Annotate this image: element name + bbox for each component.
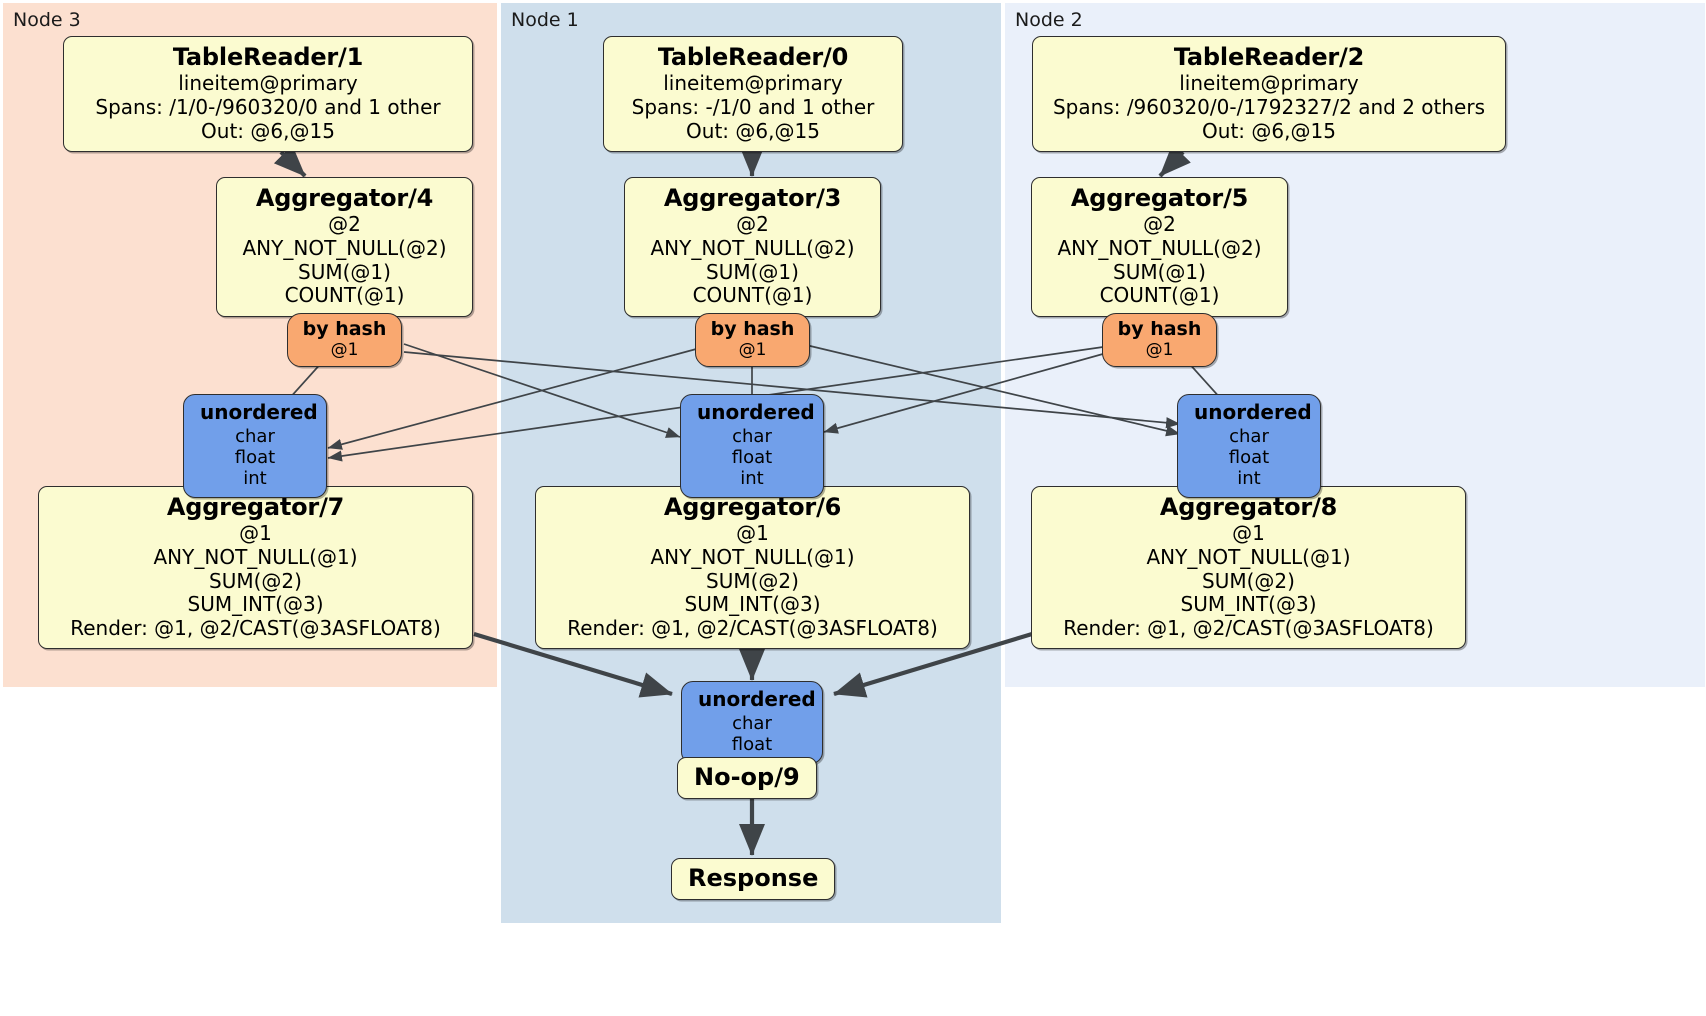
synchronizer-type-float: float (1228, 446, 1270, 468)
cluster-label-node-2: Node 2 (1015, 9, 1083, 31)
node-detail-groupcols: @1 (239, 521, 272, 546)
node-detail-agg1: ANY_NOT_NULL(@2) (242, 235, 447, 260)
synchronizer-unordered-final[interactable]: unordered char float (681, 681, 823, 765)
router-detail-col: @1 (738, 340, 767, 361)
node-aggregator-6[interactable]: Aggregator/6 @1 ANY_NOT_NULL(@1) SUM(@2)… (535, 486, 970, 650)
synchronizer-type-char: char (732, 425, 772, 447)
router-detail-col: @1 (330, 340, 359, 361)
synchronizer-title: unordered (1194, 400, 1312, 424)
synchronizer-title: unordered (200, 400, 318, 424)
router-title: by hash (710, 318, 795, 340)
node-title: Aggregator/5 (1070, 184, 1249, 212)
synchronizer-type-int: int (1237, 468, 1261, 490)
router-detail-col: @1 (1145, 340, 1174, 361)
node-detail-groupcols: @2 (328, 212, 361, 237)
node-detail-groupcols: @1 (736, 521, 769, 546)
node-detail-out: Out: @6,@15 (201, 118, 335, 143)
node-aggregator-5[interactable]: Aggregator/5 @2 ANY_NOT_NULL(@2) SUM(@1)… (1031, 177, 1288, 317)
router-title: by hash (302, 318, 387, 340)
node-detail-agg1: ANY_NOT_NULL(@1) (153, 544, 358, 569)
synchronizer-unordered-left[interactable]: unordered char float int (183, 394, 327, 499)
node-detail-render: Render: @1, @2/CAST(@3ASFLOAT8) (567, 615, 938, 640)
node-detail-agg1: ANY_NOT_NULL(@2) (1057, 235, 1262, 260)
node-tablereader-2[interactable]: TableReader/2 lineitem@primary Spans: /9… (1032, 36, 1506, 153)
synchronizer-type-int: int (740, 468, 764, 490)
node-title: TableReader/1 (172, 43, 364, 71)
node-tablereader-0[interactable]: TableReader/0 lineitem@primary Spans: -/… (603, 36, 903, 153)
node-detail-render: Render: @1, @2/CAST(@3ASFLOAT8) (1063, 615, 1434, 640)
node-detail-spans: Spans: /1/0-/960320/0 and 1 other (95, 94, 441, 119)
node-detail-agg3: COUNT(@1) (1099, 283, 1220, 308)
synchronizer-type-char: char (1229, 425, 1269, 447)
node-detail-agg2: SUM(@2) (1202, 568, 1295, 593)
node-detail-agg1: ANY_NOT_NULL(@2) (650, 235, 855, 260)
node-detail-agg2: SUM(@1) (1113, 259, 1206, 284)
node-detail-spans: Spans: -/1/0 and 1 other (631, 94, 875, 119)
node-detail-agg3: COUNT(@1) (284, 283, 405, 308)
node-detail-out: Out: @6,@15 (1202, 118, 1336, 143)
node-detail-agg3: SUM_INT(@3) (1180, 592, 1317, 617)
router-by-hash-right[interactable]: by hash @1 (1102, 313, 1217, 368)
node-response[interactable]: Response (671, 858, 836, 901)
node-detail-agg2: SUM(@1) (706, 259, 799, 284)
node-detail-groupcols: @1 (1232, 521, 1265, 546)
synchronizer-type-float: float (731, 733, 773, 755)
synchronizer-unordered-mid[interactable]: unordered char float int (680, 394, 824, 499)
cluster-label-node-1: Node 1 (511, 9, 579, 31)
synchronizer-type-char: char (235, 425, 275, 447)
synchronizer-type-float: float (234, 446, 276, 468)
node-detail-table: lineitem@primary (178, 71, 358, 96)
router-by-hash-mid[interactable]: by hash @1 (695, 313, 810, 368)
node-detail-table: lineitem@primary (663, 71, 843, 96)
synchronizer-unordered-right[interactable]: unordered char float int (1177, 394, 1321, 499)
node-detail-groupcols: @2 (1143, 212, 1176, 237)
node-detail-table: lineitem@primary (1179, 71, 1359, 96)
cluster-label-node-3: Node 3 (13, 9, 81, 31)
node-title: Aggregator/4 (255, 184, 434, 212)
node-detail-agg3: SUM_INT(@3) (684, 592, 821, 617)
node-no-op-9[interactable]: No-op/9 (677, 757, 817, 800)
node-detail-groupcols: @2 (736, 212, 769, 237)
synchronizer-type-char: char (732, 712, 772, 734)
router-title: by hash (1117, 318, 1202, 340)
node-title: Aggregator/3 (663, 184, 842, 212)
node-detail-render: Render: @1, @2/CAST(@3ASFLOAT8) (70, 615, 441, 640)
node-detail-agg2: SUM(@1) (298, 259, 391, 284)
synchronizer-title: unordered (698, 687, 816, 711)
node-detail-agg1: ANY_NOT_NULL(@1) (1146, 544, 1351, 569)
node-detail-agg2: SUM(@2) (706, 568, 799, 593)
node-detail-agg3: COUNT(@1) (692, 283, 813, 308)
node-title: TableReader/2 (1173, 43, 1365, 71)
node-aggregator-3[interactable]: Aggregator/3 @2 ANY_NOT_NULL(@2) SUM(@1)… (624, 177, 881, 317)
node-aggregator-4[interactable]: Aggregator/4 @2 ANY_NOT_NULL(@2) SUM(@1)… (216, 177, 473, 317)
node-detail-agg1: ANY_NOT_NULL(@1) (650, 544, 855, 569)
router-by-hash-left[interactable]: by hash @1 (287, 313, 402, 368)
synchronizer-type-int: int (243, 468, 267, 490)
node-detail-agg3: SUM_INT(@3) (187, 592, 324, 617)
node-detail-agg2: SUM(@2) (209, 568, 302, 593)
node-tablereader-1[interactable]: TableReader/1 lineitem@primary Spans: /1… (63, 36, 473, 153)
node-aggregator-7[interactable]: Aggregator/7 @1 ANY_NOT_NULL(@1) SUM(@2)… (38, 486, 473, 650)
synchronizer-type-float: float (731, 446, 773, 468)
synchronizer-title: unordered (697, 400, 815, 424)
node-detail-spans: Spans: /960320/0-/1792327/2 and 2 others (1052, 94, 1485, 119)
node-aggregator-8[interactable]: Aggregator/8 @1 ANY_NOT_NULL(@1) SUM(@2)… (1031, 486, 1466, 650)
node-title: TableReader/0 (657, 43, 849, 71)
node-detail-out: Out: @6,@15 (686, 118, 820, 143)
